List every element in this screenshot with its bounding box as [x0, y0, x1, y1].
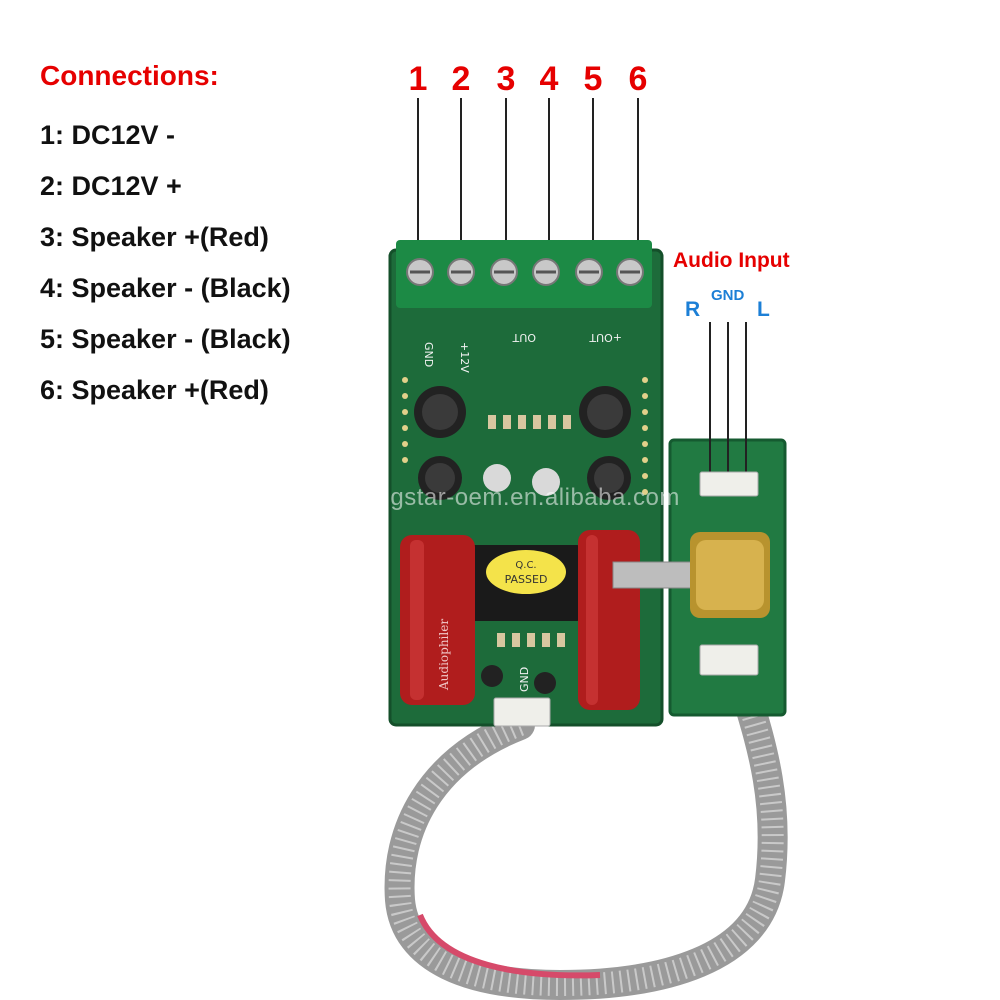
- qc-label-line2: PASSED: [505, 573, 548, 586]
- pcb-label-out: OUT: [512, 331, 536, 344]
- pcb-label-12v: +12V: [458, 342, 471, 373]
- connections-title: Connections:: [40, 60, 219, 91]
- audio-channel-r: R: [685, 298, 701, 321]
- terminal-screws: [406, 258, 644, 286]
- audio-channel-l: L: [757, 298, 770, 321]
- pcb-label-gnd: GND: [422, 342, 435, 367]
- connection-item: 2: DC12V +: [40, 171, 182, 201]
- volume-output-connector: [699, 644, 759, 676]
- watermark: morningstar-oem.en.alibaba.com: [314, 484, 680, 511]
- pin-number-3: 3: [496, 60, 516, 98]
- pin-number-2: 2: [451, 60, 471, 98]
- qc-passed-sticker: [486, 550, 566, 594]
- header-holes: [402, 377, 648, 495]
- pin-number-1: 1: [408, 60, 428, 98]
- audio-pointer-lines: [709, 322, 747, 475]
- electrolytic-capacitors: [414, 386, 631, 694]
- connection-item: 4: Speaker - (Black): [40, 273, 291, 303]
- main-input-connector: [493, 697, 551, 727]
- pin-number-5: 5: [583, 60, 603, 98]
- pin-pointer-lines: [417, 98, 639, 240]
- connection-item: 1: DC12V -: [40, 120, 176, 150]
- pcb-label-out2: +OUT: [589, 331, 622, 344]
- capacitor-brand: Audiophiler: [437, 619, 451, 691]
- audio-channel-gnd: GND: [711, 287, 745, 304]
- connections-list: 1: DC12V - 2: DC12V + 3: Speaker +(Red) …: [40, 110, 291, 416]
- smd-components: [488, 415, 571, 647]
- pin-number-6: 6: [628, 60, 648, 98]
- connection-item: 6: Speaker +(Red): [40, 375, 269, 405]
- audio-input-connector: [699, 471, 759, 497]
- pcb-label-input-gnd: GND: [518, 667, 531, 692]
- audio-input-title: Audio Input: [673, 249, 790, 272]
- terminal-block: [396, 240, 652, 308]
- connection-item: 5: Speaker - (Black): [40, 324, 291, 354]
- qc-label-line1: Q.C.: [515, 560, 536, 571]
- pin-number-4: 4: [539, 60, 559, 98]
- connection-item: 3: Speaker +(Red): [40, 222, 269, 252]
